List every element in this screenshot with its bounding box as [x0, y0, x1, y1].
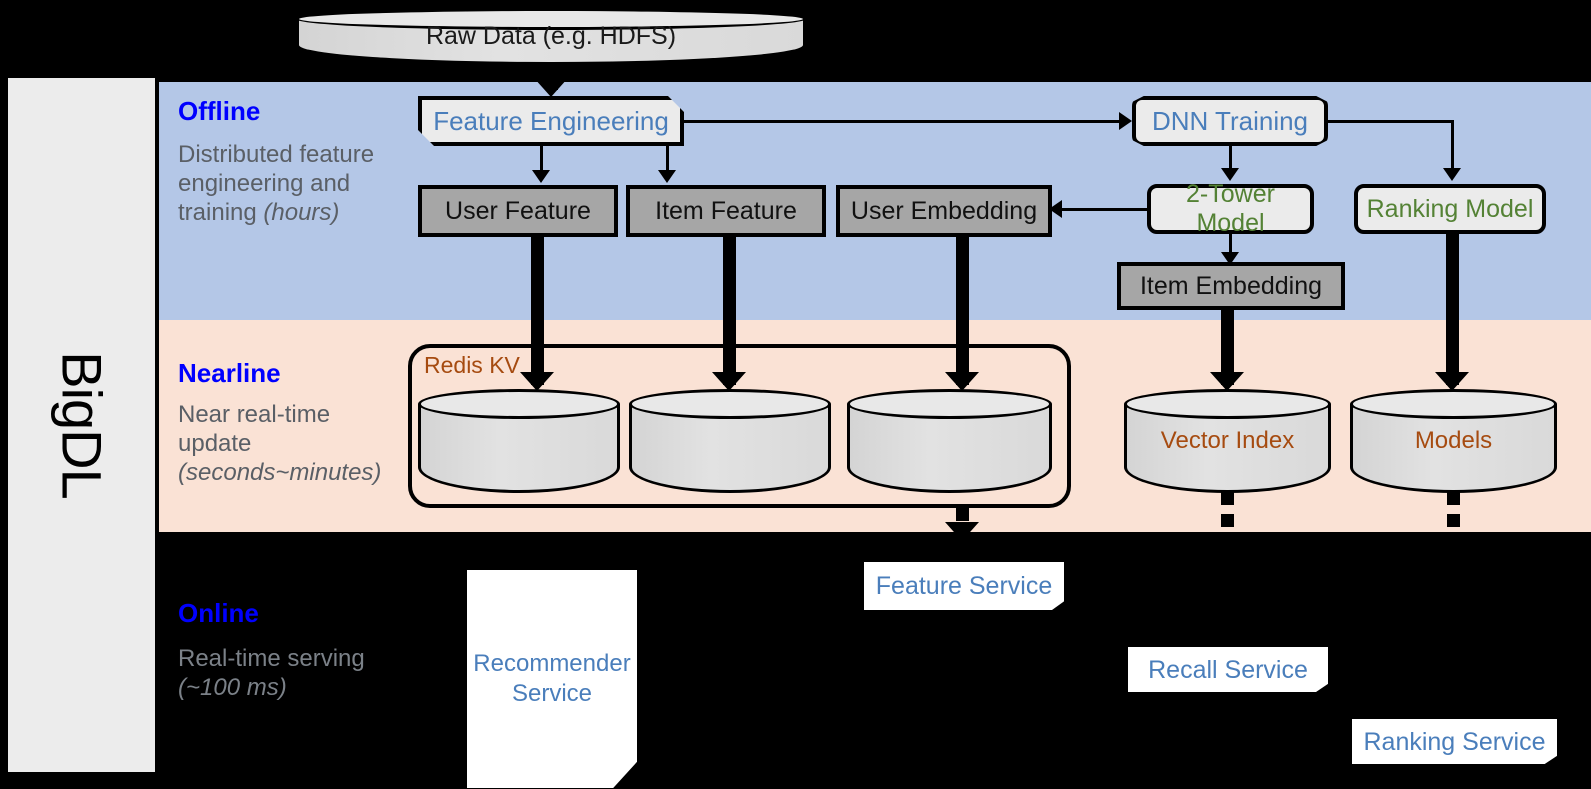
offline-desc-em: (hours) — [263, 199, 340, 226]
models-label: Models — [1414, 427, 1493, 454]
arrowhead-featureeng-itemfeature — [658, 170, 676, 183]
online-desc-main: Real-time serving — [178, 645, 365, 672]
band-title-nearline: Nearline — [178, 358, 281, 388]
node-dnn-training[interactable]: DNN Training — [1132, 96, 1328, 146]
two-tower-model-label: 2-Tower Model — [1186, 180, 1275, 237]
node-item-embedding[interactable]: Item Embedding — [1117, 262, 1345, 310]
bigdl-platform-panel: BigDL — [8, 78, 155, 772]
store-user-embedding-label — [847, 389, 1052, 493]
dnn-training-label: DNN Training — [1151, 105, 1309, 136]
arrowhead-featureeng-userfeature — [532, 170, 550, 183]
store-user-feature-label — [418, 389, 620, 493]
offline-desc-main: Distributed feature engineering and trai… — [178, 141, 375, 226]
cylinder-top — [1350, 389, 1557, 419]
feature-engineering-label: Feature Engineering — [433, 105, 669, 136]
online-desc-em: (~100 ms) — [178, 674, 287, 701]
node-feature-service[interactable]: Feature Service — [864, 562, 1064, 610]
arrowhead-dnn-2tower — [1221, 168, 1239, 181]
pipe-rankingmodel-models — [1446, 234, 1459, 385]
item-feature-label: Item Feature — [655, 196, 797, 225]
cylinder-top — [629, 389, 831, 419]
nearline-desc-em: (seconds~minutes) — [178, 459, 382, 486]
connector-stub-feature-service — [956, 508, 969, 521]
recommender-service-label: Recommender Service — [473, 650, 631, 707]
node-feature-engineering[interactable]: Feature Engineering — [418, 96, 684, 146]
connector-featureeng-userfeature — [540, 146, 543, 172]
node-ranking-service[interactable]: Ranking Service — [1352, 719, 1557, 764]
node-2tower-model[interactable]: 2-Tower Model — [1147, 180, 1314, 237]
arrowhead-rawdata-featureeng — [534, 78, 568, 97]
store-models[interactable]: Models — [1350, 389, 1557, 493]
feature-service-label: Feature Service — [875, 572, 1053, 600]
ranking-service-label: Ranking Service — [1363, 727, 1546, 756]
node-recommender-service[interactable]: Recommender Service — [467, 570, 637, 788]
store-user-embedding[interactable] — [847, 389, 1052, 493]
redis-kv-label: Redis KV — [424, 352, 520, 378]
band-title-online: Online — [178, 598, 259, 628]
connector-featureeng-dnn — [684, 120, 1122, 123]
node-ranking-model[interactable]: Ranking Model — [1354, 184, 1546, 234]
connector-stub-vectorindex-a — [1221, 492, 1234, 505]
store-vector-index[interactable]: Vector Index — [1124, 389, 1331, 493]
cylinder-top — [847, 389, 1052, 419]
connector-2tower-itemembedding — [1229, 234, 1232, 256]
item-embedding-label: Item Embedding — [1139, 271, 1323, 300]
raw-data-store[interactable]: Raw Data (e.g. HDFS) — [296, 8, 806, 65]
pipe-userembedding-store — [956, 237, 969, 385]
cylinder-top — [296, 8, 806, 30]
connector-stub-models-a — [1447, 492, 1460, 505]
band-description-offline: Distributed feature engineering and trai… — [178, 140, 393, 227]
user-feature-label: User Feature — [445, 196, 591, 225]
connector-stub-vectorindex-b — [1221, 514, 1234, 527]
store-item-feature[interactable] — [629, 389, 831, 493]
arrowhead-2tower-userembedding — [1049, 200, 1062, 218]
arrowhead-itemembedding-vectorindex — [1210, 372, 1244, 391]
user-embedding-label: User Embedding — [850, 196, 1038, 225]
node-user-embedding[interactable]: User Embedding — [836, 185, 1052, 237]
ranking-model-label: Ranking Model — [1366, 194, 1534, 223]
store-user-feature[interactable] — [418, 389, 620, 493]
connector-dnn-ranking-v — [1451, 120, 1454, 170]
node-user-feature[interactable]: User Feature — [418, 185, 618, 237]
raw-data-label: Raw Data (e.g. HDFS) — [425, 22, 677, 50]
arrowhead-featureeng-dnn — [1119, 112, 1132, 130]
pipe-itemembedding-vectorindex — [1221, 310, 1234, 385]
connector-featureeng-itemfeature — [666, 146, 669, 172]
connector-dnn-ranking-h — [1326, 120, 1454, 123]
arrowhead-dnn-ranking — [1443, 168, 1461, 181]
nearline-desc-main: Near real-time update — [178, 401, 331, 457]
arrowhead-userembedding-store — [945, 372, 979, 391]
connector-dnn-2tower — [1229, 146, 1232, 170]
arrowhead-itemfeature-store — [712, 372, 746, 391]
band-description-nearline: Near real-time update (seconds~minutes) — [178, 400, 393, 487]
arrowhead-userfeature-store — [520, 372, 554, 391]
connector-2tower-userembedding — [1062, 208, 1147, 211]
arrowhead-2tower-itemembedding — [1221, 252, 1239, 265]
node-item-feature[interactable]: Item Feature — [626, 185, 826, 237]
redis-kv-container[interactable] — [408, 344, 1071, 508]
node-recall-service[interactable]: Recall Service — [1128, 647, 1328, 692]
connector-stub-models-b — [1447, 514, 1460, 527]
band-title-offline: Offline — [178, 96, 261, 126]
vector-index-label: Vector Index — [1160, 427, 1295, 454]
band-description-online: Real-time serving (~100 ms) — [178, 644, 393, 702]
pipe-userfeature-store — [531, 237, 544, 385]
arrowhead-rankingmodel-models — [1435, 372, 1469, 391]
bigdl-label: BigDL — [50, 351, 113, 499]
cylinder-top — [1124, 389, 1331, 419]
store-item-feature-label — [629, 389, 831, 493]
recall-service-label: Recall Service — [1148, 655, 1308, 684]
cylinder-top — [418, 389, 620, 419]
arrowhead-redis-feature-service — [945, 522, 979, 541]
pipe-itemfeature-store — [723, 237, 736, 385]
